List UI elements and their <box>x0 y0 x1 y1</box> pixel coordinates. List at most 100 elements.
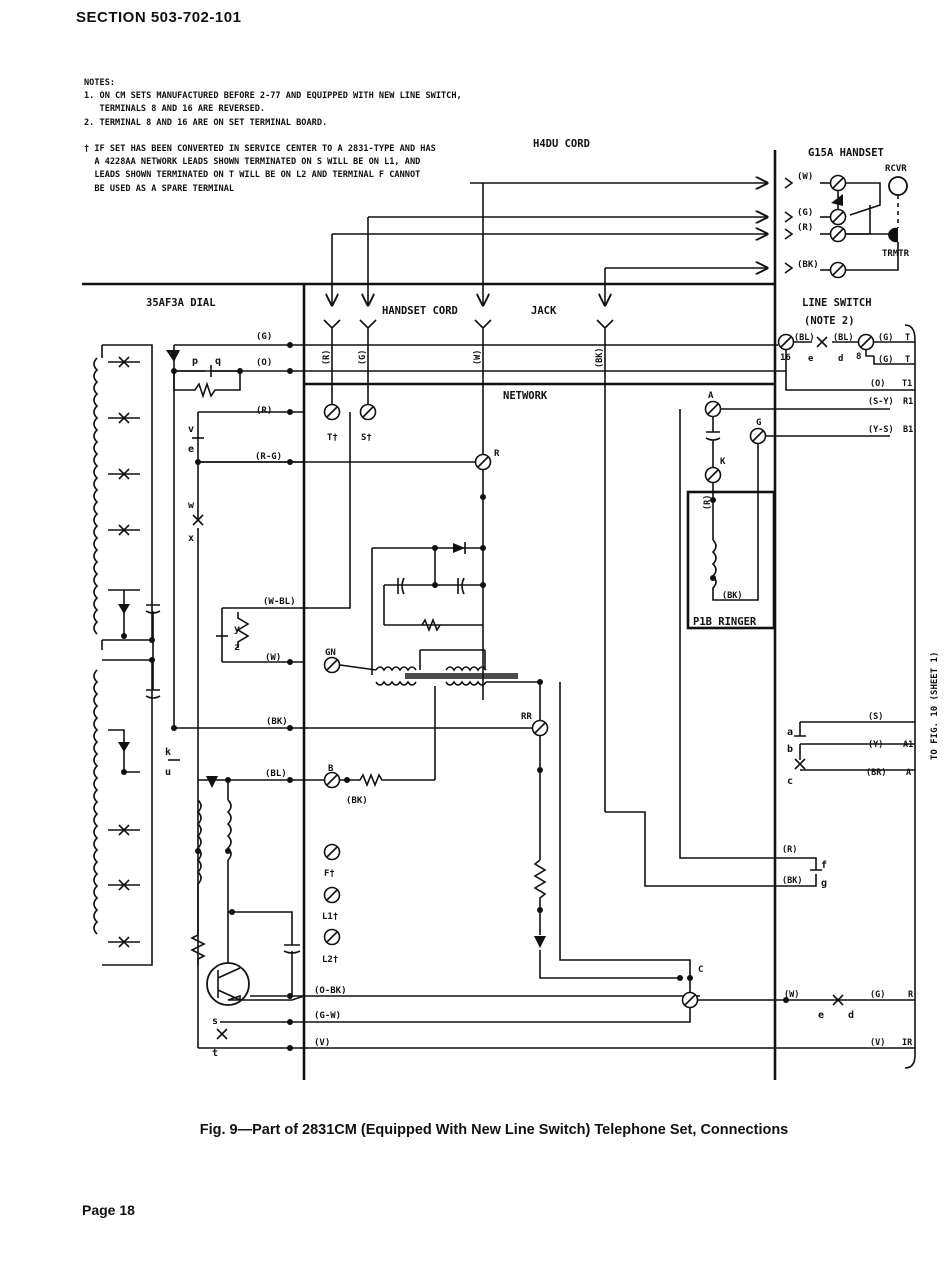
page-number: Page 18 <box>82 1202 135 1218</box>
contact-s: s <box>212 1016 218 1027</box>
junction-dots <box>121 342 789 1051</box>
contact-c: c <box>787 776 793 787</box>
dial-lead-label: (W) <box>265 653 281 663</box>
to-fig-label: TO FIG. 10 (SHEET 1) <box>930 652 940 760</box>
right-brace <box>904 324 916 1069</box>
terminal-a: A <box>708 391 714 401</box>
ringer-lead-label: (R) <box>703 495 713 510</box>
contact-d3: d <box>848 1010 854 1021</box>
terminal-r: R <box>494 449 500 459</box>
contact-e: e <box>188 444 194 455</box>
contact-f: f <box>821 860 827 871</box>
dial-coil-upper <box>93 357 99 635</box>
contact-u: u <box>165 767 171 778</box>
transmitter-icon <box>887 227 898 243</box>
terminal-g: G <box>756 418 761 428</box>
line-lead-label: A <box>906 768 911 778</box>
cord-color-label: (BK) <box>595 348 605 368</box>
line-lead-label: T <box>905 333 910 343</box>
dial-lead-label: (R) <box>256 406 272 416</box>
g15a-handset-label: G15A HANDSET <box>808 147 884 159</box>
transistor-icon <box>206 962 250 1006</box>
figure-caption: Fig. 9—Part of 2831CM (Equipped With New… <box>199 1122 789 1138</box>
terminal-c: C <box>698 965 703 975</box>
note2-label: (NOTE 2) <box>804 315 855 327</box>
cord-color-label: (G) <box>358 350 368 365</box>
network-lead-label: (BK) <box>346 796 368 806</box>
note-line: TERMINALS 8 AND 16 ARE REVERSED. <box>84 104 266 115</box>
contact-g: g <box>821 878 827 889</box>
handset-plug-g <box>784 211 794 223</box>
line-lead-label: (Y-S) <box>868 425 894 435</box>
section-header: SECTION 503-702-101 <box>76 9 242 26</box>
h4du-cord-label: H4DU CORD <box>533 138 590 150</box>
note-line: LEADS SHOWN TERMINATED ON T WILL BE ON L… <box>84 170 421 181</box>
contact-y: y <box>234 624 240 635</box>
bottom-lead-label: (W) <box>784 990 799 1000</box>
line-lead-label: (BR) <box>866 768 886 778</box>
p1b-ringer-box <box>686 490 776 630</box>
varistor-icon <box>831 194 843 206</box>
dial-coil-lower <box>93 669 99 935</box>
line-lead-label: (S) <box>868 712 883 722</box>
bottom-lead-label: (G) <box>870 990 885 1000</box>
terminal-k: K <box>720 457 726 467</box>
dial-lead-label: (O) <box>256 358 272 368</box>
handset-lead-label: (G) <box>797 208 813 218</box>
note-line: 2. TERMINAL 8 AND 16 ARE ON SET TERMINAL… <box>84 117 328 128</box>
contact-p: p <box>192 356 198 367</box>
terminal-b: B <box>328 764 334 774</box>
line-lead-label: T1 <box>902 379 912 389</box>
bottom-lead-label: R <box>908 990 914 1000</box>
line-lead-label: (S-Y) <box>868 397 894 407</box>
handset-plug-bk <box>784 262 794 274</box>
contact-d2: d <box>838 354 843 364</box>
dial-lead-label: (BL) <box>265 769 287 779</box>
dial-lead-label: (W-BL) <box>263 597 296 607</box>
trmtr-label: TRMTR <box>882 249 910 259</box>
terminal-gn: GN <box>325 648 336 658</box>
contact-t: t <box>212 1048 218 1059</box>
contact-q: q <box>215 356 221 367</box>
line-lead-label: R1 <box>903 397 913 407</box>
notes-block: NOTES: 1. ON CM SETS MANUFACTURED BEFORE… <box>84 77 462 196</box>
dial-capacitor <box>145 604 161 690</box>
note-line: † IF SET HAS BEEN CONVERTED IN SERVICE C… <box>84 144 436 155</box>
dial-capacitor <box>145 689 161 699</box>
handset-cord-label: HANDSET CORD <box>382 305 458 317</box>
note-line: BE USED AS A SPARE TERMINAL <box>84 183 235 194</box>
ringer-lead-label: (BK) <box>722 591 742 601</box>
note-line: A 4228AA NETWORK LEADS SHOWN TERMINATED … <box>84 157 421 168</box>
contact-a: a <box>787 727 793 738</box>
cord-color-label: (W) <box>473 350 483 365</box>
note-line: NOTES: <box>84 78 116 88</box>
handset-plug-w <box>784 177 794 189</box>
handset-lead-label: (R) <box>797 223 813 233</box>
jack-label: JACK <box>531 305 557 317</box>
handset-lead-label: (W) <box>797 172 813 182</box>
fg-lead-label: (R) <box>782 845 797 855</box>
contact-e2: e <box>808 354 814 364</box>
contact-w: w <box>188 500 195 511</box>
rcvr-label: RCVR <box>885 164 907 174</box>
bottom-lead-label: IR <box>902 1038 913 1048</box>
terminal-s: S† <box>361 433 372 443</box>
contact-z: z <box>234 642 240 653</box>
terminal-rr: RR <box>521 712 532 722</box>
dial-lead-label: (O-BK) <box>314 986 347 996</box>
dial-lead-label: (G-W) <box>314 1011 341 1021</box>
terminal-t: T† <box>327 433 338 443</box>
contact-8: 8 <box>856 352 861 362</box>
fg-lead-label: (BK) <box>782 876 802 886</box>
contact-e3: e <box>818 1010 824 1021</box>
terminal-f: F† <box>324 869 335 879</box>
bottom-lead-label: (V) <box>870 1038 885 1048</box>
line-lead-label: (G) <box>878 355 893 365</box>
dial-lead-label: (BK) <box>266 717 288 727</box>
line-lead-label: A1 <box>903 740 913 750</box>
contact-k: k <box>165 747 171 758</box>
p1b-ringer-label: P1B RINGER <box>693 616 757 628</box>
dial-lead-label: (R-G) <box>255 452 282 462</box>
contact-x: x <box>188 533 194 544</box>
